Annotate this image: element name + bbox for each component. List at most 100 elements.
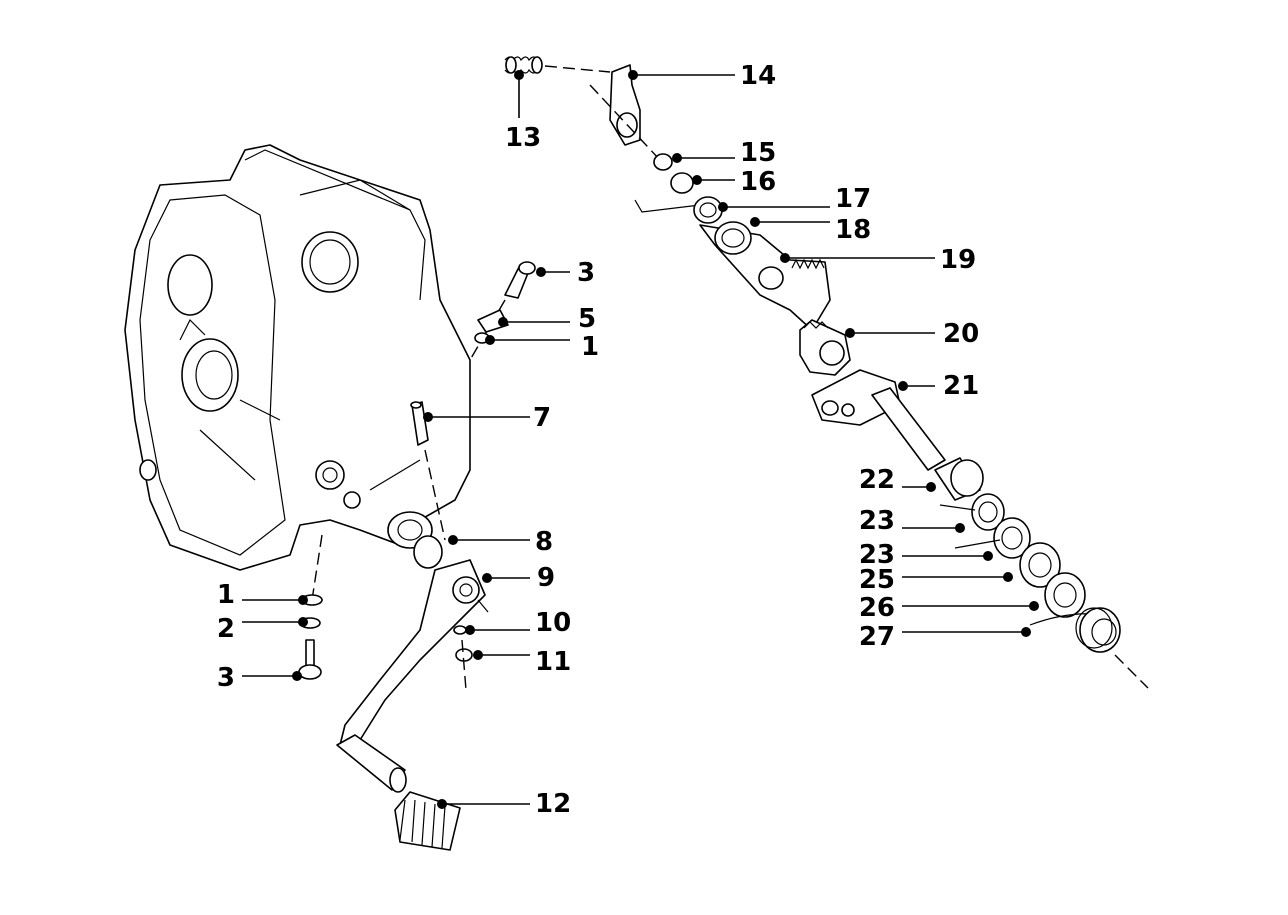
callout-dot bbox=[718, 202, 728, 212]
callout-c27: 27 bbox=[859, 622, 1031, 652]
callout-dot bbox=[473, 650, 483, 660]
callout-label: 3 bbox=[577, 258, 595, 288]
washer-23b bbox=[993, 517, 1031, 559]
bushing-22 bbox=[934, 457, 984, 501]
callout-c20: 20 bbox=[845, 319, 979, 349]
callout-dot bbox=[983, 551, 993, 561]
callout-label: 21 bbox=[943, 371, 979, 401]
callout-dot bbox=[423, 412, 433, 422]
washer-26 bbox=[1044, 572, 1086, 618]
callout-dot bbox=[292, 671, 302, 681]
callout-c8: 8 bbox=[448, 527, 553, 557]
callout-dot bbox=[465, 625, 475, 635]
callout-dot bbox=[750, 217, 760, 227]
callout-dot bbox=[514, 70, 524, 80]
shift-plate-19 bbox=[699, 221, 831, 331]
callout-dot bbox=[692, 175, 702, 185]
callout-c10: 10 bbox=[465, 608, 571, 638]
callout-label: 11 bbox=[535, 647, 571, 677]
callout-label: 27 bbox=[859, 622, 895, 652]
screw-3-lower bbox=[298, 639, 322, 680]
callout-dot bbox=[898, 381, 908, 391]
callout-label: 25 bbox=[859, 565, 895, 595]
callout-label: 9 bbox=[537, 563, 555, 593]
callout-c9: 9 bbox=[482, 563, 555, 593]
callout-label: 15 bbox=[740, 138, 776, 168]
spring-13 bbox=[504, 56, 543, 74]
gearbox-housing bbox=[124, 144, 471, 571]
callout-dot bbox=[485, 335, 495, 345]
plate-5 bbox=[477, 309, 509, 333]
spring-17 bbox=[634, 196, 723, 224]
callout-c15: 15 bbox=[672, 138, 776, 168]
callout-dot bbox=[298, 617, 308, 627]
callout-label: 1 bbox=[581, 332, 599, 362]
callout-c13: 13 bbox=[505, 70, 541, 153]
spring-27 bbox=[1029, 607, 1121, 653]
callout-c21: 21 bbox=[898, 371, 979, 401]
callout-dot bbox=[448, 535, 458, 545]
callout-label: 26 bbox=[859, 593, 895, 623]
callout-label: 17 bbox=[835, 184, 871, 214]
callout-label: 1 bbox=[217, 580, 235, 610]
callout-label: 3 bbox=[217, 663, 235, 693]
washer-8 bbox=[413, 535, 443, 569]
callout-c3b: 3 bbox=[217, 663, 302, 693]
callout-label: 20 bbox=[943, 319, 979, 349]
washer-23a bbox=[971, 493, 1005, 531]
callout-label: 13 bbox=[505, 123, 541, 153]
callout-c1a: 1 bbox=[485, 332, 599, 362]
callout-c1b: 1 bbox=[217, 580, 308, 610]
callout-dot bbox=[955, 523, 965, 533]
washer-16 bbox=[670, 172, 694, 194]
washer-15 bbox=[653, 153, 673, 171]
gear-segment-20 bbox=[799, 319, 851, 376]
screw-3-upper bbox=[504, 261, 536, 299]
callout-label: 10 bbox=[535, 608, 571, 638]
callout-dot bbox=[845, 328, 855, 338]
callout-label: 7 bbox=[533, 403, 551, 433]
callout-label: 14 bbox=[740, 61, 776, 91]
callout-c18: 18 bbox=[750, 215, 871, 245]
callout-c12: 12 bbox=[437, 789, 571, 819]
callout-label: 22 bbox=[859, 465, 895, 495]
callout-dot bbox=[1029, 601, 1039, 611]
callout-c22: 22 bbox=[859, 465, 936, 495]
callout-dot bbox=[926, 482, 936, 492]
callout-c16: 16 bbox=[692, 167, 776, 197]
callout-dot bbox=[482, 573, 492, 583]
callout-dot bbox=[1021, 627, 1031, 637]
callout-dot bbox=[672, 153, 682, 163]
callout-dot bbox=[536, 267, 546, 277]
callout-label: 8 bbox=[535, 527, 553, 557]
washer-10 bbox=[453, 625, 467, 635]
callout-c11: 11 bbox=[473, 647, 571, 677]
callout-dot bbox=[498, 317, 508, 327]
callout-c2: 2 bbox=[217, 614, 308, 644]
callout-label: 2 bbox=[217, 614, 235, 644]
rubber-grip-12 bbox=[394, 791, 461, 851]
callout-label: 19 bbox=[940, 245, 976, 275]
callout-c3a: 3 bbox=[536, 258, 595, 288]
callout-dot bbox=[298, 595, 308, 605]
callout-dot bbox=[628, 70, 638, 80]
callout-label: 16 bbox=[740, 167, 776, 197]
callout-c19: 19 bbox=[780, 245, 976, 275]
kick-lever-9 bbox=[336, 559, 486, 793]
callout-c26: 26 bbox=[859, 593, 1039, 623]
callout-label: 5 bbox=[578, 304, 596, 334]
shift-shaft-21 bbox=[811, 369, 946, 471]
callout-c17: 17 bbox=[718, 184, 871, 214]
washer-25 bbox=[1019, 542, 1061, 588]
callout-label: 12 bbox=[535, 789, 571, 819]
callout-label: 23 bbox=[859, 540, 895, 570]
callout-c25: 25 bbox=[859, 565, 1013, 595]
callout-c5: 5 bbox=[498, 304, 596, 334]
callout-c7: 7 bbox=[423, 403, 551, 433]
callout-dot bbox=[1003, 572, 1013, 582]
callout-label: 18 bbox=[835, 215, 871, 245]
callout-dot bbox=[780, 253, 790, 263]
